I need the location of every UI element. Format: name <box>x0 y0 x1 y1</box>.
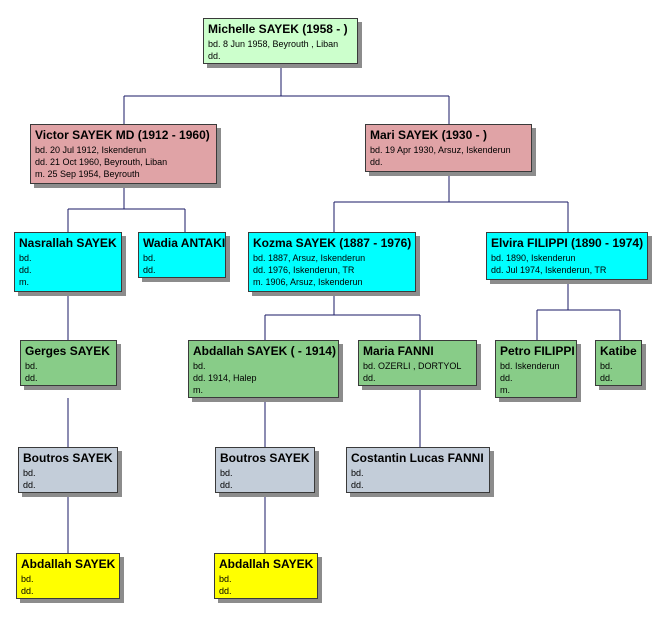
person-death: dd. <box>23 480 36 490</box>
person-marriage: m. 25 Sep 1954, Beyrouth <box>35 169 140 179</box>
person-birth: bd. 1887, Arsuz, Iskenderun <box>253 253 366 263</box>
person-card-gerges-sayek[interactable]: Gerges SAYEK bd. dd. <box>20 340 117 386</box>
person-death: dd. <box>363 373 376 383</box>
person-card-victor-sayek[interactable]: Victor SAYEK MD (1912 - 1960) bd. 20 Jul… <box>30 124 217 184</box>
person-birth: bd. <box>23 468 36 478</box>
person-death: dd. <box>143 265 156 275</box>
person-name: Mari SAYEK (1930 - ) <box>370 128 487 142</box>
person-death: dd. <box>21 586 34 596</box>
person-death: dd. 21 Oct 1960, Beyrouth, Liban <box>35 157 168 167</box>
person-death: dd. <box>25 373 38 383</box>
person-birth: bd. <box>600 361 613 371</box>
person-name: Michelle SAYEK (1958 - ) <box>208 22 348 36</box>
person-name: Maria FANNI <box>363 344 434 358</box>
person-card-michelle-sayek[interactable]: Michelle SAYEK (1958 - ) bd. 8 Jun 1958,… <box>203 18 358 64</box>
person-birth: bd. 8 Jun 1958, Beyrouth , Liban <box>208 39 339 49</box>
person-card-maria-fanni[interactable]: Maria FANNI bd. OZERLI , DORTYOL dd. <box>358 340 477 386</box>
person-birth: bd. <box>220 468 233 478</box>
person-name: Abdallah SAYEK ( - 1914) <box>193 344 336 358</box>
person-name: Elvira FILIPPI (1890 - 1974) <box>491 236 644 250</box>
person-birth: bd. 1890, Iskenderun <box>491 253 576 263</box>
person-card-costantin-lucas-fanni[interactable]: Costantin Lucas FANNI bd. dd. <box>346 447 490 493</box>
person-death: dd. <box>220 480 233 490</box>
person-card-katibe[interactable]: Katibe bd. dd. <box>595 340 642 386</box>
person-birth: bd. <box>25 361 38 371</box>
person-birth: bd. <box>21 574 34 584</box>
person-death: dd. <box>351 480 364 490</box>
person-birth: bd. <box>351 468 364 478</box>
person-card-mari-sayek[interactable]: Mari SAYEK (1930 - ) bd. 19 Apr 1930, Ar… <box>365 124 532 172</box>
person-card-boutros-sayek-2[interactable]: Boutros SAYEK bd. dd. <box>215 447 315 493</box>
person-name: Abdallah SAYEK <box>219 557 314 571</box>
person-name: Wadia ANTAKI <box>143 236 226 250</box>
person-death: dd. <box>219 586 232 596</box>
person-card-nasrallah-sayek[interactable]: Nasrallah SAYEK bd. dd. m. <box>14 232 122 292</box>
person-birth: bd. <box>219 574 232 584</box>
person-marriage: m. 1906, Arsuz, Iskenderun <box>253 277 363 287</box>
person-marriage: m. <box>19 277 29 287</box>
person-name: Gerges SAYEK <box>25 344 110 358</box>
person-name: Boutros SAYEK <box>220 451 310 465</box>
person-death: dd. 1914, Halep <box>193 373 257 383</box>
person-card-boutros-sayek-1[interactable]: Boutros SAYEK bd. dd. <box>18 447 118 493</box>
person-death: dd. <box>19 265 32 275</box>
person-death: dd. <box>370 157 383 167</box>
person-death: dd. Jul 1974, Iskenderun, TR <box>491 265 607 275</box>
person-marriage: m. <box>500 385 510 395</box>
person-death: dd. 1976, Iskenderun, TR <box>253 265 355 275</box>
person-birth: bd. Iskenderun <box>500 361 560 371</box>
person-birth: bd. <box>19 253 32 263</box>
person-marriage: m. <box>193 385 203 395</box>
person-name: Kozma SAYEK (1887 - 1976) <box>253 236 412 250</box>
person-birth: bd. 19 Apr 1930, Arsuz, Iskenderun <box>370 145 511 155</box>
person-death: dd. <box>600 373 613 383</box>
person-birth: bd. OZERLI , DORTYOL <box>363 361 462 371</box>
person-card-petro-filippi[interactable]: Petro FILIPPI bd. Iskenderun dd. m. <box>495 340 577 398</box>
person-name: Nasrallah SAYEK <box>19 236 117 250</box>
person-name: Costantin Lucas FANNI <box>351 451 484 465</box>
person-birth: bd. 20 Jul 1912, Iskenderun <box>35 145 147 155</box>
person-name: Petro FILIPPI <box>500 344 575 358</box>
person-name: Abdallah SAYEK <box>21 557 116 571</box>
person-name: Boutros SAYEK <box>23 451 113 465</box>
person-birth: bd. <box>143 253 156 263</box>
person-card-kozma-sayek[interactable]: Kozma SAYEK (1887 - 1976) bd. 1887, Arsu… <box>248 232 416 292</box>
person-card-abdallah-sayek-1[interactable]: Abdallah SAYEK bd. dd. <box>16 553 120 599</box>
person-card-abdallah-sayek-2[interactable]: Abdallah SAYEK bd. dd. <box>214 553 318 599</box>
person-name: Victor SAYEK MD (1912 - 1960) <box>35 128 210 142</box>
person-death: dd. <box>208 51 221 61</box>
person-death: dd. <box>500 373 513 383</box>
person-birth: bd. <box>193 361 206 371</box>
person-card-abdallah-sayek-1914[interactable]: Abdallah SAYEK ( - 1914) bd. dd. 1914, H… <box>188 340 339 398</box>
person-name: Katibe <box>600 344 637 358</box>
person-card-elvira-filippi[interactable]: Elvira FILIPPI (1890 - 1974) bd. 1890, I… <box>486 232 648 280</box>
person-card-wadia-antaki[interactable]: Wadia ANTAKI bd. dd. <box>138 232 226 278</box>
